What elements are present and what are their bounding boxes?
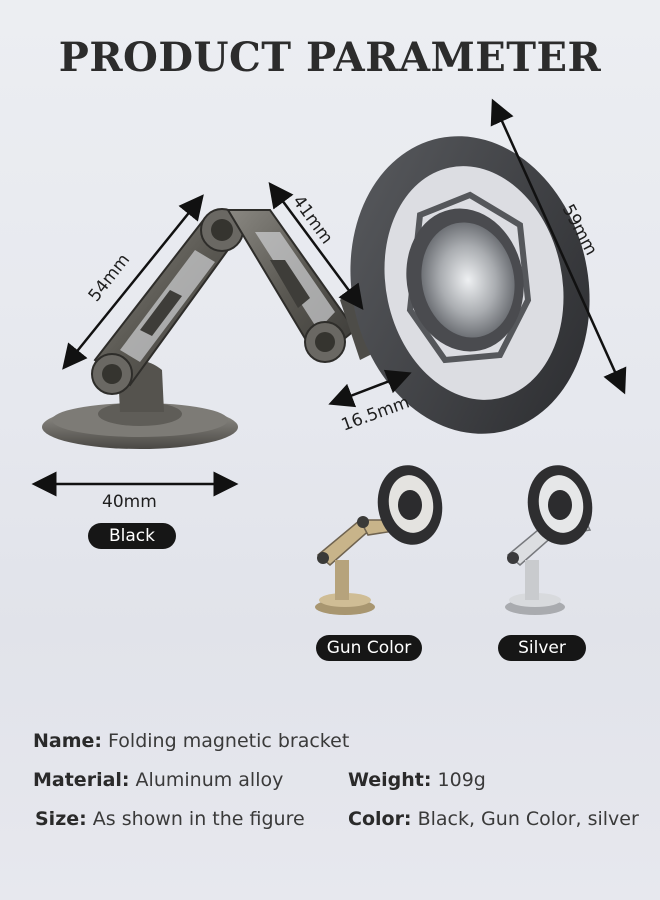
spec-color-label: Color:: [348, 808, 412, 830]
dim-arrow-joint: [268, 181, 364, 311]
page-title: PRODUCT PARAMETER: [58, 34, 602, 81]
silver-variant-image: [505, 465, 593, 615]
spec-size: Size: As shown in the figure: [35, 808, 305, 830]
gun-variant-image: [315, 465, 443, 615]
variant-black-label: Black: [88, 523, 176, 549]
spec-material: Material: Aluminum alloy: [33, 769, 283, 791]
main-base-plate: [42, 402, 238, 449]
variant-gun-label: Gun Color: [316, 635, 422, 661]
dim-arrow-arm: [62, 194, 204, 370]
main-magnetic-ring: [350, 136, 590, 434]
spec-size-label: Size:: [35, 808, 87, 830]
variant-silver-label: Silver: [498, 635, 586, 661]
spec-color: Color: Black, Gun Color, silver: [348, 808, 639, 830]
spec-material-label: Material:: [33, 769, 130, 791]
dim-arrow-depth: [328, 369, 412, 408]
spec-name-label: Name:: [33, 730, 103, 752]
spec-name-value: Folding magnetic bracket: [102, 730, 350, 752]
spec-color-value: Black, Gun Color, silver: [411, 808, 639, 830]
spec-weight: Weight: 109g: [348, 769, 486, 791]
spec-size-value: As shown in the figure: [86, 808, 305, 830]
spec-material-value: Aluminum alloy: [129, 769, 284, 791]
spec-name: Name: Folding magnetic bracket: [33, 730, 349, 752]
spec-weight-value: 109g: [431, 769, 486, 791]
spec-weight-label: Weight:: [348, 769, 432, 791]
dim-arrow-ring: [490, 98, 627, 395]
dim-label-base: 40mm: [102, 492, 157, 512]
